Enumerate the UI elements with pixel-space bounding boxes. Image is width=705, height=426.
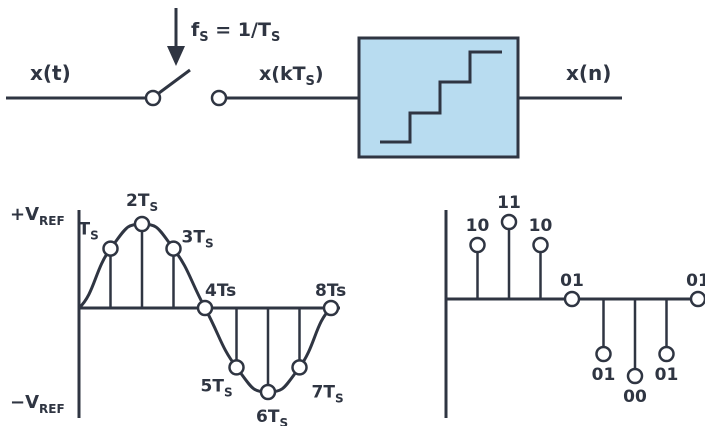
code-label: 01 (655, 365, 679, 385)
code-point (532, 236, 549, 254)
sample-point (196, 299, 214, 317)
code-labels: 10 11 10 01 01 00 01 01 (466, 193, 705, 407)
staircase-icon (380, 50, 502, 144)
positive-reference-label: +VREF (10, 204, 65, 228)
code-point (595, 345, 612, 363)
code-label: 00 (623, 387, 647, 407)
negative-reference-label: −VREF (10, 392, 65, 416)
sample-stems (102, 215, 340, 401)
sample-time-label: 6TS (256, 407, 288, 426)
code-point (563, 290, 581, 308)
code-label: 11 (497, 193, 521, 213)
switch-contact-left (144, 89, 162, 107)
input-signal-label: x(t) (30, 61, 71, 85)
code-label: 10 (466, 216, 490, 236)
switch-arm (158, 68, 191, 95)
code-label: 10 (529, 216, 553, 236)
sample-point (259, 383, 277, 401)
sampling-frequency-label: fS = 1/TS (191, 19, 280, 45)
switch-contact-right (210, 89, 228, 107)
sample-time-label: 7TS (312, 382, 344, 405)
code-point (469, 236, 486, 254)
output-signal-label: x(n) (566, 61, 611, 85)
signal-chain: fS = 1/TS x(t) x(kTS) x(n) (6, 8, 622, 159)
code-point (689, 290, 705, 308)
sample-time-label: 8Ts (315, 281, 346, 301)
code-point (500, 213, 518, 231)
code-label: 01 (560, 271, 584, 291)
sample-point (228, 359, 245, 376)
code-point (626, 367, 644, 385)
sample-point (165, 240, 182, 257)
sampled-signal-label: x(kTS) (259, 63, 324, 89)
sample-time-label: 5TS (201, 376, 233, 399)
code-stems (469, 213, 705, 385)
sampled-waveform-plot: +VREF −VREF TS 2TS 3TS 4Ts 5TS 6TS 7TS 8Ts (10, 191, 346, 426)
sample-time-label: 2TS (126, 191, 158, 214)
digital-codes-plot: 10 11 10 01 01 00 01 01 (444, 193, 705, 418)
clock-arrow-head-icon (167, 46, 185, 66)
sample-time-label: 3TS (182, 228, 214, 251)
sample-point (102, 240, 119, 257)
sample-time-label: 4Ts (205, 281, 236, 301)
sample-point (291, 359, 308, 376)
sample-point (322, 299, 340, 317)
sample-point (133, 215, 151, 233)
code-label: 01 (592, 365, 616, 385)
sample-time-label: TS (79, 220, 99, 243)
sample-time-labels: TS 2TS 3TS 4Ts 5TS 6TS 7TS 8Ts (79, 191, 347, 426)
code-label: 01 (686, 271, 705, 291)
code-point (658, 345, 675, 363)
